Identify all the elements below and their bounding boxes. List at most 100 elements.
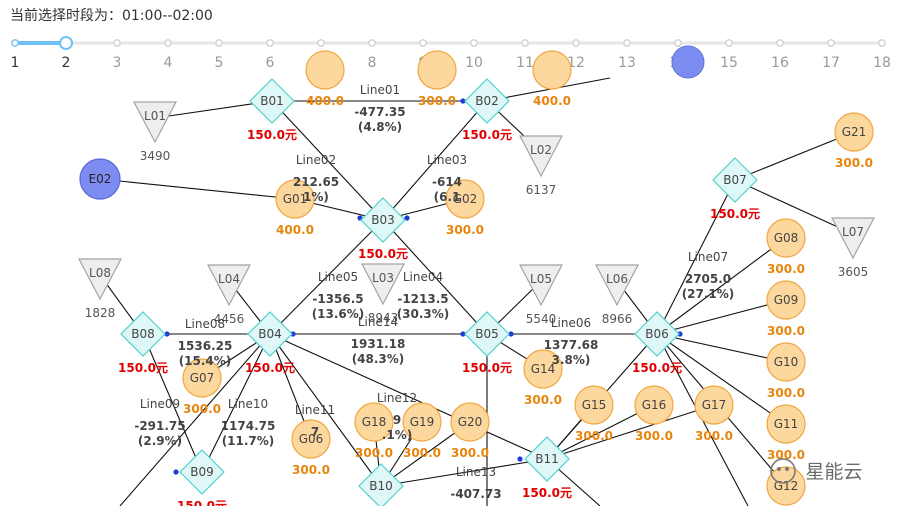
line-labels-layer: Line01-477.35(4.8%)Line02212.651%)Line03… <box>134 83 734 501</box>
line-label: Line05-1356.5(13.6%) <box>312 270 365 321</box>
line-flow: 7 <box>311 425 319 439</box>
edge <box>656 237 787 335</box>
line-name: Line14 <box>358 315 398 329</box>
timeline-tick[interactable] <box>776 39 784 47</box>
timeline-tick[interactable] <box>164 39 172 47</box>
line-name: Line03 <box>427 153 467 167</box>
external-grid-node[interactable]: E02 <box>79 158 121 200</box>
edge <box>201 333 271 473</box>
timeline-slider[interactable]: 123456789101112131415161718 <box>11 36 891 71</box>
timeline-tick[interactable] <box>572 39 580 47</box>
bus-label: B09 <box>190 465 214 479</box>
line-percent: (27.1%) <box>682 287 735 301</box>
timeline-label: 12 <box>567 55 585 71</box>
timeline-tick[interactable] <box>725 39 733 47</box>
timeline-tick[interactable] <box>674 39 682 47</box>
load-label: L06 <box>606 272 628 286</box>
bus-node[interactable]: B10 <box>358 463 404 506</box>
timeline-tick[interactable] <box>317 39 325 47</box>
timeline-tick[interactable] <box>623 39 631 47</box>
generator-label: G09 <box>774 293 799 307</box>
timeline-tick[interactable] <box>266 39 274 47</box>
timeline-tick[interactable] <box>419 39 427 47</box>
line-name: Line13 <box>456 465 496 479</box>
timeline-tick[interactable] <box>11 39 19 47</box>
generator-node[interactable]: 400.0 <box>532 50 572 108</box>
edge <box>382 219 488 335</box>
generator-output: 400.0 <box>276 223 314 237</box>
bus-diamond <box>249 78 295 124</box>
generator-node[interactable]: G12 <box>766 466 806 506</box>
load-triangle <box>519 135 563 178</box>
generator-circle <box>834 112 874 152</box>
bus-price: 150.0元 <box>462 361 512 375</box>
line-label: Line04-1213.5(30.3%) <box>397 270 450 321</box>
load-value: 8966 <box>602 312 633 326</box>
timeline-tick[interactable] <box>470 39 478 47</box>
timeline-tick[interactable] <box>878 39 886 47</box>
generator-circle <box>766 218 806 258</box>
generator-node[interactable]: 300.0 <box>417 50 457 108</box>
load-node[interactable]: L06 8966 <box>595 264 639 326</box>
timeline-tick[interactable] <box>368 39 376 47</box>
timeline-tick[interactable] <box>521 39 529 47</box>
timeline-label: 17 <box>822 55 840 71</box>
edge <box>142 333 203 473</box>
bus-label: B06 <box>645 327 669 341</box>
edge <box>486 77 611 102</box>
generator-circle <box>450 402 490 442</box>
load-triangle <box>78 258 122 301</box>
generator-circle <box>634 385 674 425</box>
generator-output: 300.0 <box>446 223 484 237</box>
timeline-handle[interactable] <box>59 36 73 50</box>
timeline-tick[interactable] <box>113 39 121 47</box>
timeline-tick[interactable] <box>215 39 223 47</box>
timeline-label: 2 <box>62 55 71 71</box>
generator-circle <box>766 342 806 382</box>
edge <box>380 458 548 487</box>
generator-node[interactable]: 400.0 <box>305 50 345 108</box>
timeline-tick[interactable] <box>827 39 835 47</box>
bus-label: B01 <box>260 94 284 108</box>
line-flow: 1174.75 <box>221 419 276 433</box>
period-prefix: 当前选择时段为： <box>10 8 122 24</box>
line-percent: .1%) <box>382 428 412 442</box>
